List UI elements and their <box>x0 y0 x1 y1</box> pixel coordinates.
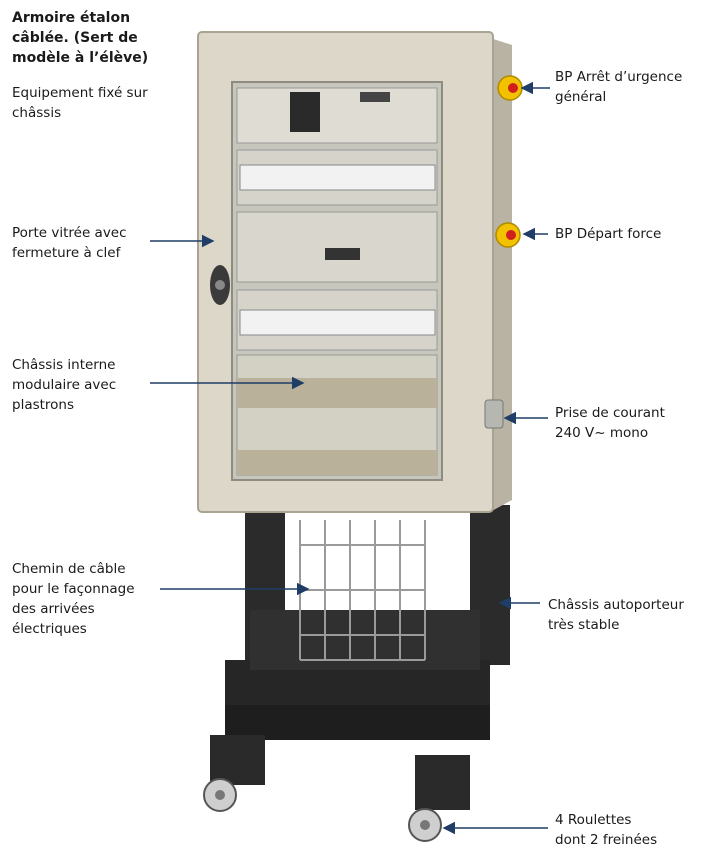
label-prise: Prise de courant 240 V~ mono <box>555 403 665 443</box>
label-chassis-interne-line-3: plastrons <box>12 397 75 413</box>
label-equipement-line-1: Equipement fixé sur <box>12 85 148 101</box>
label-equipement-line-2: châssis <box>12 105 62 121</box>
label-chemin-line-2: pour le façonnage <box>12 581 135 597</box>
label-chassis-auto-line-1: Châssis autoporteur <box>548 597 684 613</box>
title-line-1: Armoire étalon <box>12 10 131 26</box>
label-chassis-interne: Châssis interne modulaire avec plastrons <box>12 355 116 415</box>
label-chassis-auto-line-2: très stable <box>548 617 620 633</box>
label-chemin-line-3: des arrivées <box>12 601 95 617</box>
label-prise-line-1: Prise de courant <box>555 405 665 421</box>
label-chemin-line-4: électriques <box>12 621 87 637</box>
label-prise-line-2: 240 V~ mono <box>555 425 649 441</box>
label-roulettes-line-1: 4 Roulettes <box>555 812 632 828</box>
label-bp-arret: BP Arrêt d’urgence général <box>555 67 682 107</box>
label-roulettes-line-2: dont 2 freinées <box>555 832 658 848</box>
wheels <box>203 778 442 842</box>
label-bp-depart-line-1: BP Départ force <box>555 226 662 242</box>
label-porte-line-2: fermeture à clef <box>12 245 121 261</box>
diagram-title: Armoire étalon câblée. (Sert de modèle à… <box>12 8 148 68</box>
emergency-stop-button <box>497 75 523 101</box>
label-roulettes: 4 Roulettes dont 2 freinées <box>555 810 657 850</box>
label-bp-arret-line-2: général <box>555 89 607 105</box>
title-line-3: modèle à l’élève) <box>12 50 149 66</box>
label-chemin-line-1: Chemin de câble <box>12 561 126 577</box>
label-chassis-autoporteur: Châssis autoporteur très stable <box>548 595 684 635</box>
label-bp-depart: BP Départ force <box>555 224 661 244</box>
internal-chassis <box>236 87 438 476</box>
key-lock <box>210 265 230 305</box>
label-equipement: Equipement fixé sur châssis <box>12 83 148 123</box>
title-line-2: câblée. (Sert de <box>12 30 138 46</box>
label-chassis-interne-line-2: modulaire avec <box>12 377 117 393</box>
power-socket <box>484 399 504 429</box>
base-stand <box>210 505 510 810</box>
label-porte: Porte vitrée avec fermeture à clef <box>12 223 127 263</box>
label-chassis-interne-line-1: Châssis interne <box>12 357 116 373</box>
label-chemin-cable: Chemin de câble pour le façonnage des ar… <box>12 559 135 639</box>
cabinet-side <box>490 38 512 512</box>
start-button <box>495 222 521 248</box>
cable-tray <box>299 520 426 661</box>
callout-arrows <box>150 81 550 835</box>
label-porte-line-1: Porte vitrée avec <box>12 225 127 241</box>
label-bp-arret-line-1: BP Arrêt d’urgence <box>555 69 683 85</box>
